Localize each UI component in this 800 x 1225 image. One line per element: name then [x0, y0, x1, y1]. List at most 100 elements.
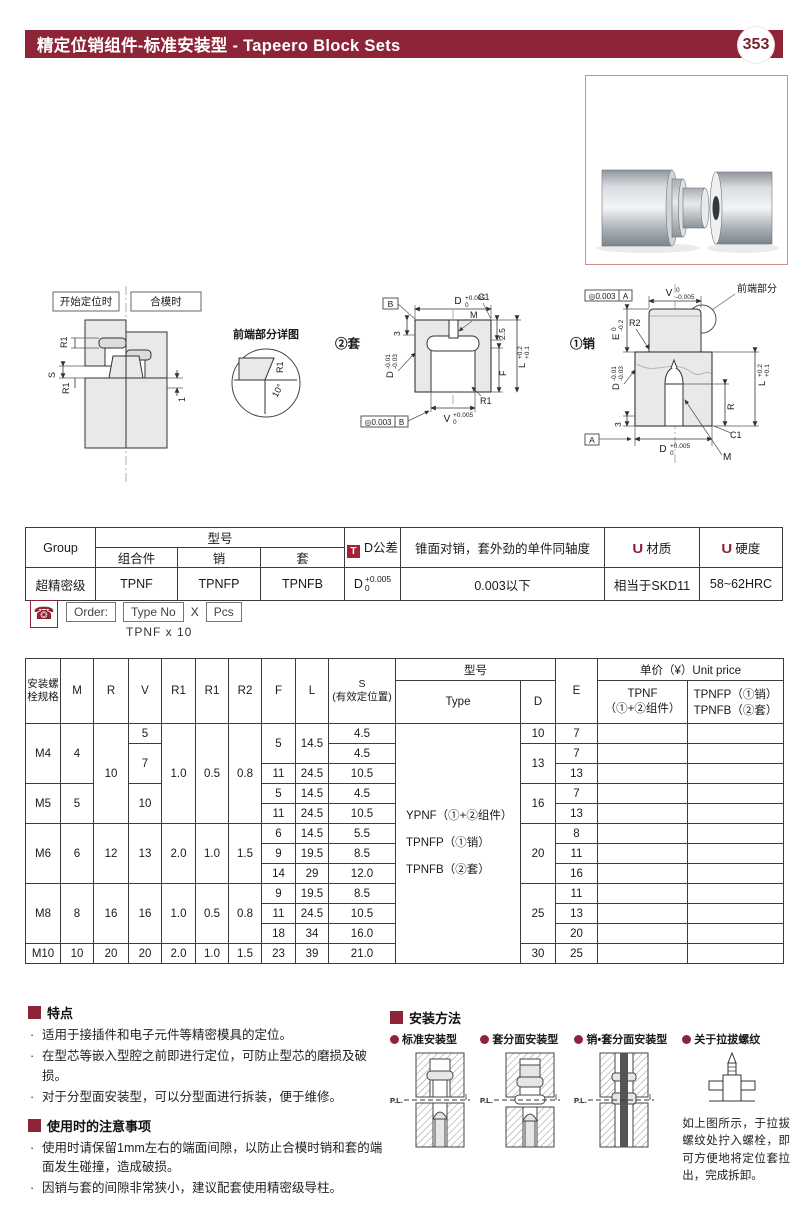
phone-icon: ☎: [30, 600, 58, 628]
order-label: Order:: [66, 602, 117, 622]
cell: 4.5: [328, 743, 396, 764]
pull-screw-diagram: [708, 1051, 756, 1102]
cell: 5: [261, 783, 296, 804]
dim-tol: +0.005: [453, 412, 473, 419]
cell: 6: [261, 823, 296, 844]
order-pcs: Pcs: [205, 602, 242, 622]
cell: 8.5: [328, 843, 396, 864]
cell: 11: [261, 763, 296, 784]
cell: R1: [195, 658, 229, 724]
bullet-dot: [480, 1034, 490, 1044]
cell: [687, 863, 784, 884]
dim-label: V: [444, 414, 451, 425]
cell: 组合件: [95, 547, 178, 568]
technical-drawings: 开始定位时 合模时 R1 S R1: [47, 282, 777, 483]
datum-label: B: [388, 299, 394, 309]
section-title: 特点: [47, 1006, 74, 1021]
dim-tol: -0.01: [385, 354, 392, 369]
cell: M5: [25, 783, 61, 824]
cell: 13: [555, 763, 598, 784]
cell: [597, 903, 688, 924]
cell: 安装螺栓规格: [25, 658, 61, 724]
cell: 16: [128, 883, 162, 944]
tip-label: 前端部分: [737, 282, 777, 295]
bullet-dot: [682, 1034, 692, 1044]
cell: 11: [555, 843, 598, 864]
cell: [687, 923, 784, 944]
pl-label: P.L.: [480, 1096, 493, 1105]
cell: TPNFP（①销）TPNFB（②套）: [687, 680, 784, 724]
tolerance-icon: T: [346, 545, 360, 558]
install-note: 如上图所示，于拉拔螺纹处拧入螺栓，即可方便地将定位套拉出，完成拆卸。: [682, 1118, 790, 1182]
page-number-badge: 353: [738, 27, 774, 63]
cell: 12.0: [328, 863, 396, 884]
cell: 16: [555, 863, 598, 884]
cell: 14.5: [295, 783, 329, 804]
cell: L: [295, 658, 329, 724]
dim-label: R1: [275, 361, 285, 373]
cell: [687, 803, 784, 824]
cell: TPNF: [95, 567, 178, 601]
cell: 13: [555, 903, 598, 924]
cell: 6: [60, 823, 94, 884]
section-marker: [28, 1006, 41, 1019]
cell: 24.5: [295, 903, 329, 924]
page-header-bar: 精定位销组件-标准安装型 - Tapeero Block Sets: [25, 30, 783, 58]
cell: [687, 943, 784, 964]
cell: 34: [295, 923, 329, 944]
cell: 10.5: [328, 763, 396, 784]
dim-tol: +0.2: [757, 364, 764, 377]
cell: 0.5: [195, 723, 229, 824]
cell: [597, 743, 688, 764]
cell: 10: [93, 723, 129, 824]
dim-label: R2: [629, 318, 641, 328]
part-label: ②套: [335, 336, 361, 351]
state-label: 合模时: [150, 295, 182, 308]
cell: [597, 843, 688, 864]
cell: 14: [261, 863, 296, 884]
dim-label: S: [47, 372, 57, 378]
cell: 0.5: [195, 883, 229, 944]
cell: M6: [25, 823, 61, 884]
dim-tol: +0.005: [465, 295, 485, 302]
dim-label: 2.5: [497, 328, 507, 340]
cell: M4: [25, 723, 61, 784]
dim-tol: 0: [611, 327, 618, 331]
page-number: 353: [742, 36, 770, 53]
cell: Group: [25, 527, 96, 568]
order-example-value: TPNF x 10: [126, 625, 193, 639]
cell: YPNF（①+②组件）TPNFP（①销）TPNFB（②套）: [395, 723, 521, 964]
cell: 13: [555, 803, 598, 824]
cell: [687, 903, 784, 924]
cell: TPNFP: [177, 567, 261, 601]
cell: 24.5: [295, 763, 329, 784]
cell: [597, 763, 688, 784]
cell: 11: [555, 883, 598, 904]
cell: 19.5: [295, 883, 329, 904]
cell: [597, 803, 688, 824]
dim-label: 3: [613, 422, 623, 427]
part-label: ①销: [570, 336, 596, 351]
cell: 1.0: [195, 823, 229, 884]
cell: 5: [261, 723, 296, 764]
cell: R1: [161, 658, 196, 724]
dim-tol: -0.03: [618, 366, 625, 381]
cell: 7: [128, 743, 162, 784]
cell: [597, 783, 688, 804]
datum-label: A: [589, 435, 595, 445]
dim-label: R1: [480, 396, 492, 406]
dim-tol: -0.01: [611, 366, 618, 381]
cell: 0.8: [228, 883, 262, 944]
cell: 24.5: [295, 803, 329, 824]
cell: [597, 923, 688, 944]
dim-label: V: [666, 288, 673, 299]
section-marker: [28, 1118, 41, 1132]
caution-item: ·因销与套的间隙非常狭小，建议配套使用精密级导柱。: [30, 1181, 343, 1196]
dim-label: M: [723, 452, 731, 463]
feature-item: ·在型芯等嵌入型腔之前即进行定位，可防止型芯的磨损及破损。: [30, 1049, 368, 1083]
cell: [597, 943, 688, 964]
cell: S(有效定位置): [328, 658, 396, 724]
detail-title: 前端部分详图: [233, 327, 299, 341]
dim-label: E: [611, 334, 622, 340]
